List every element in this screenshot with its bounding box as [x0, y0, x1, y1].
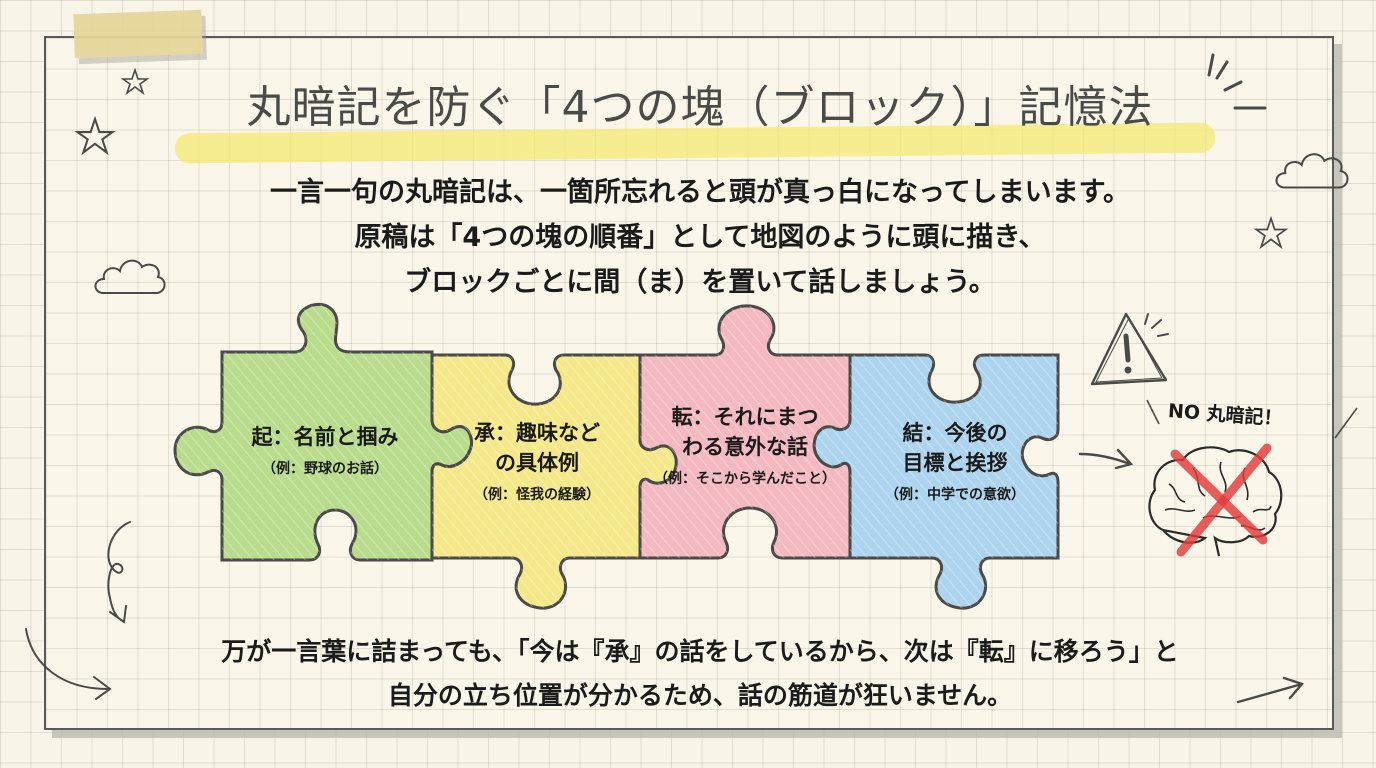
intro-text: 一言一句の丸暗記は、一箇所忘れると頭が真っ白になってしまいます。 原稿は「4つの… — [150, 170, 1250, 305]
emphasis-lines-icon — [1207, 53, 1267, 110]
brain-crossed-icon — [1148, 443, 1283, 557]
piece-title-line2: の具体例 — [495, 451, 579, 475]
piece-label-ten: 転：それにまつ わる意外な話 （例：そこから学んだこと） — [635, 402, 855, 490]
piece-title: 承：趣味など — [474, 421, 600, 445]
arrow-right-icon — [1078, 448, 1134, 470]
curved-arrow-icon — [25, 628, 112, 700]
piece-title: 転：それにまつ — [671, 405, 819, 429]
intro-emphasis: 「4つの塊の順番」 — [435, 222, 671, 253]
emphasis-tick-icon — [1146, 399, 1358, 439]
conclusion-line-1: 万が一言葉に詰まっても、「今は『承』の話をしているから、次は『転』に移ろう」と — [221, 637, 1179, 666]
warning-triangle-icon — [1090, 312, 1169, 386]
star-icon — [74, 115, 116, 156]
star-icon — [120, 67, 150, 96]
masking-tape — [73, 9, 203, 59]
piece-title-line2: 目標と挨拶 — [902, 451, 1008, 475]
piece-title: 結：今後の — [902, 421, 1008, 445]
conclusion-text: 万が一言葉に詰まっても、「今は『承』の話をしているから、次は『転』に移ろう」と … — [100, 630, 1300, 718]
puzzle-diagram: 起：名前と掴み （例：野球のお話） 承：趣味など の具体例 （例：怪我の経験） … — [170, 300, 1070, 610]
piece-label-ki: 起：名前と掴み （例：野球のお話） — [220, 422, 430, 480]
arrow-right-icon — [1236, 676, 1305, 704]
loop-arrow-icon — [107, 521, 131, 624]
piece-title-line2: わる意外な話 — [682, 435, 808, 459]
intro-line-2-suffix: として地図のように頭に描き、 — [670, 222, 1046, 253]
piece-example: （例：怪我の経験） — [474, 487, 600, 503]
intro-line-2: 原稿は「4つの塊の順番」として地図のように頭に描き、 — [150, 215, 1250, 260]
piece-example: （例：中学での意欲） — [885, 487, 1025, 503]
piece-example: （例：そこから学んだこと） — [654, 471, 836, 487]
piece-label-sho: 承：趣味など の具体例 （例：怪我の経験） — [432, 418, 642, 506]
intro-line-2-prefix: 原稿は — [354, 222, 436, 253]
intro-line-3: ブロックごとに間（ま）を置いて話しましょう。 — [404, 267, 996, 298]
conclusion-line-2: 自分の立ち位置が分かるため、話の筋道が狂いません。 — [387, 681, 1013, 710]
piece-example: （例：野球のお話） — [262, 461, 388, 477]
page-title: 丸暗記を防ぐ「4つの塊（ブロック）」記憶法 — [246, 82, 1154, 133]
cloud-icon — [94, 259, 166, 294]
cloud-icon — [1275, 153, 1349, 189]
piece-title: 起：名前と掴み — [251, 425, 399, 449]
piece-label-ketsu: 結：今後の 目標と挨拶 （例：中学での意欲） — [850, 418, 1060, 506]
star-icon — [1253, 215, 1289, 250]
intro-line-1: 一言一句の丸暗記は、一箇所忘れると頭が真っ白になってしまいます。 — [270, 177, 1130, 208]
